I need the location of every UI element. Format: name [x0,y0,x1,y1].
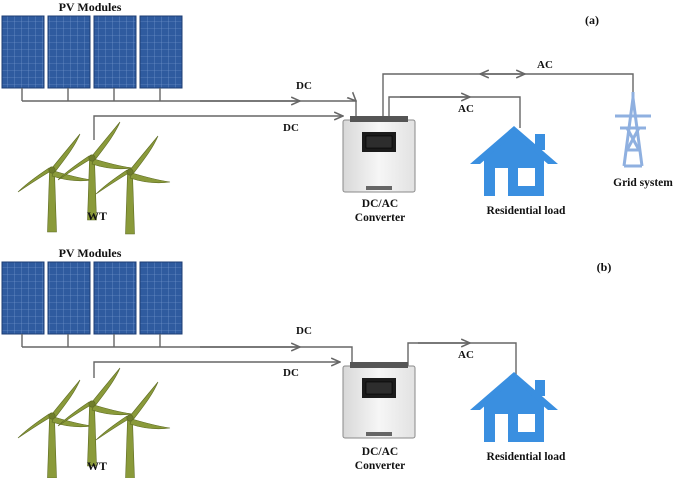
grid-pylon-icon [613,90,653,168]
converter-label-line2: Converter [355,460,405,472]
wt-label: WT [87,209,107,223]
ac-label-load: AC [458,103,474,115]
pv-modules-array [1,261,183,348]
converter-label-line1: DC/AC [362,198,398,210]
ac-label-grid: AC [537,59,553,71]
panel-a: PV Modules (a) DC DC AC AC WT DC/AC Conv… [1,0,673,234]
dc-label-wt: DC [283,122,299,134]
residential-load-label: Residential load [487,451,567,463]
panel-b: PV Modules (b) DC DC AC WT DC/AC Convert… [1,246,612,478]
panel-tag-b: (b) [597,260,612,274]
dc-ac-converter [342,361,416,439]
pv-modules-label: PV Modules [59,0,122,14]
dc-label-wt: DC [283,367,299,379]
ac-label-load: AC [458,349,474,361]
converter-label-line2: Converter [355,212,405,224]
residential-load-label: Residential load [487,205,567,217]
dc-ac-converter [342,115,416,193]
pv-modules-label: PV Modules [59,246,122,260]
dc-label-pv: DC [296,80,312,92]
pv-modules-array [1,15,183,102]
residential-load-house-icon [470,126,558,196]
residential-load-house-icon [470,372,558,442]
dc-label-pv: DC [296,325,312,337]
wt-label: WT [87,459,107,473]
converter-label-line1: DC/AC [362,446,398,458]
panel-tag-a: (a) [585,13,599,27]
grid-system-label: Grid system [613,177,673,189]
